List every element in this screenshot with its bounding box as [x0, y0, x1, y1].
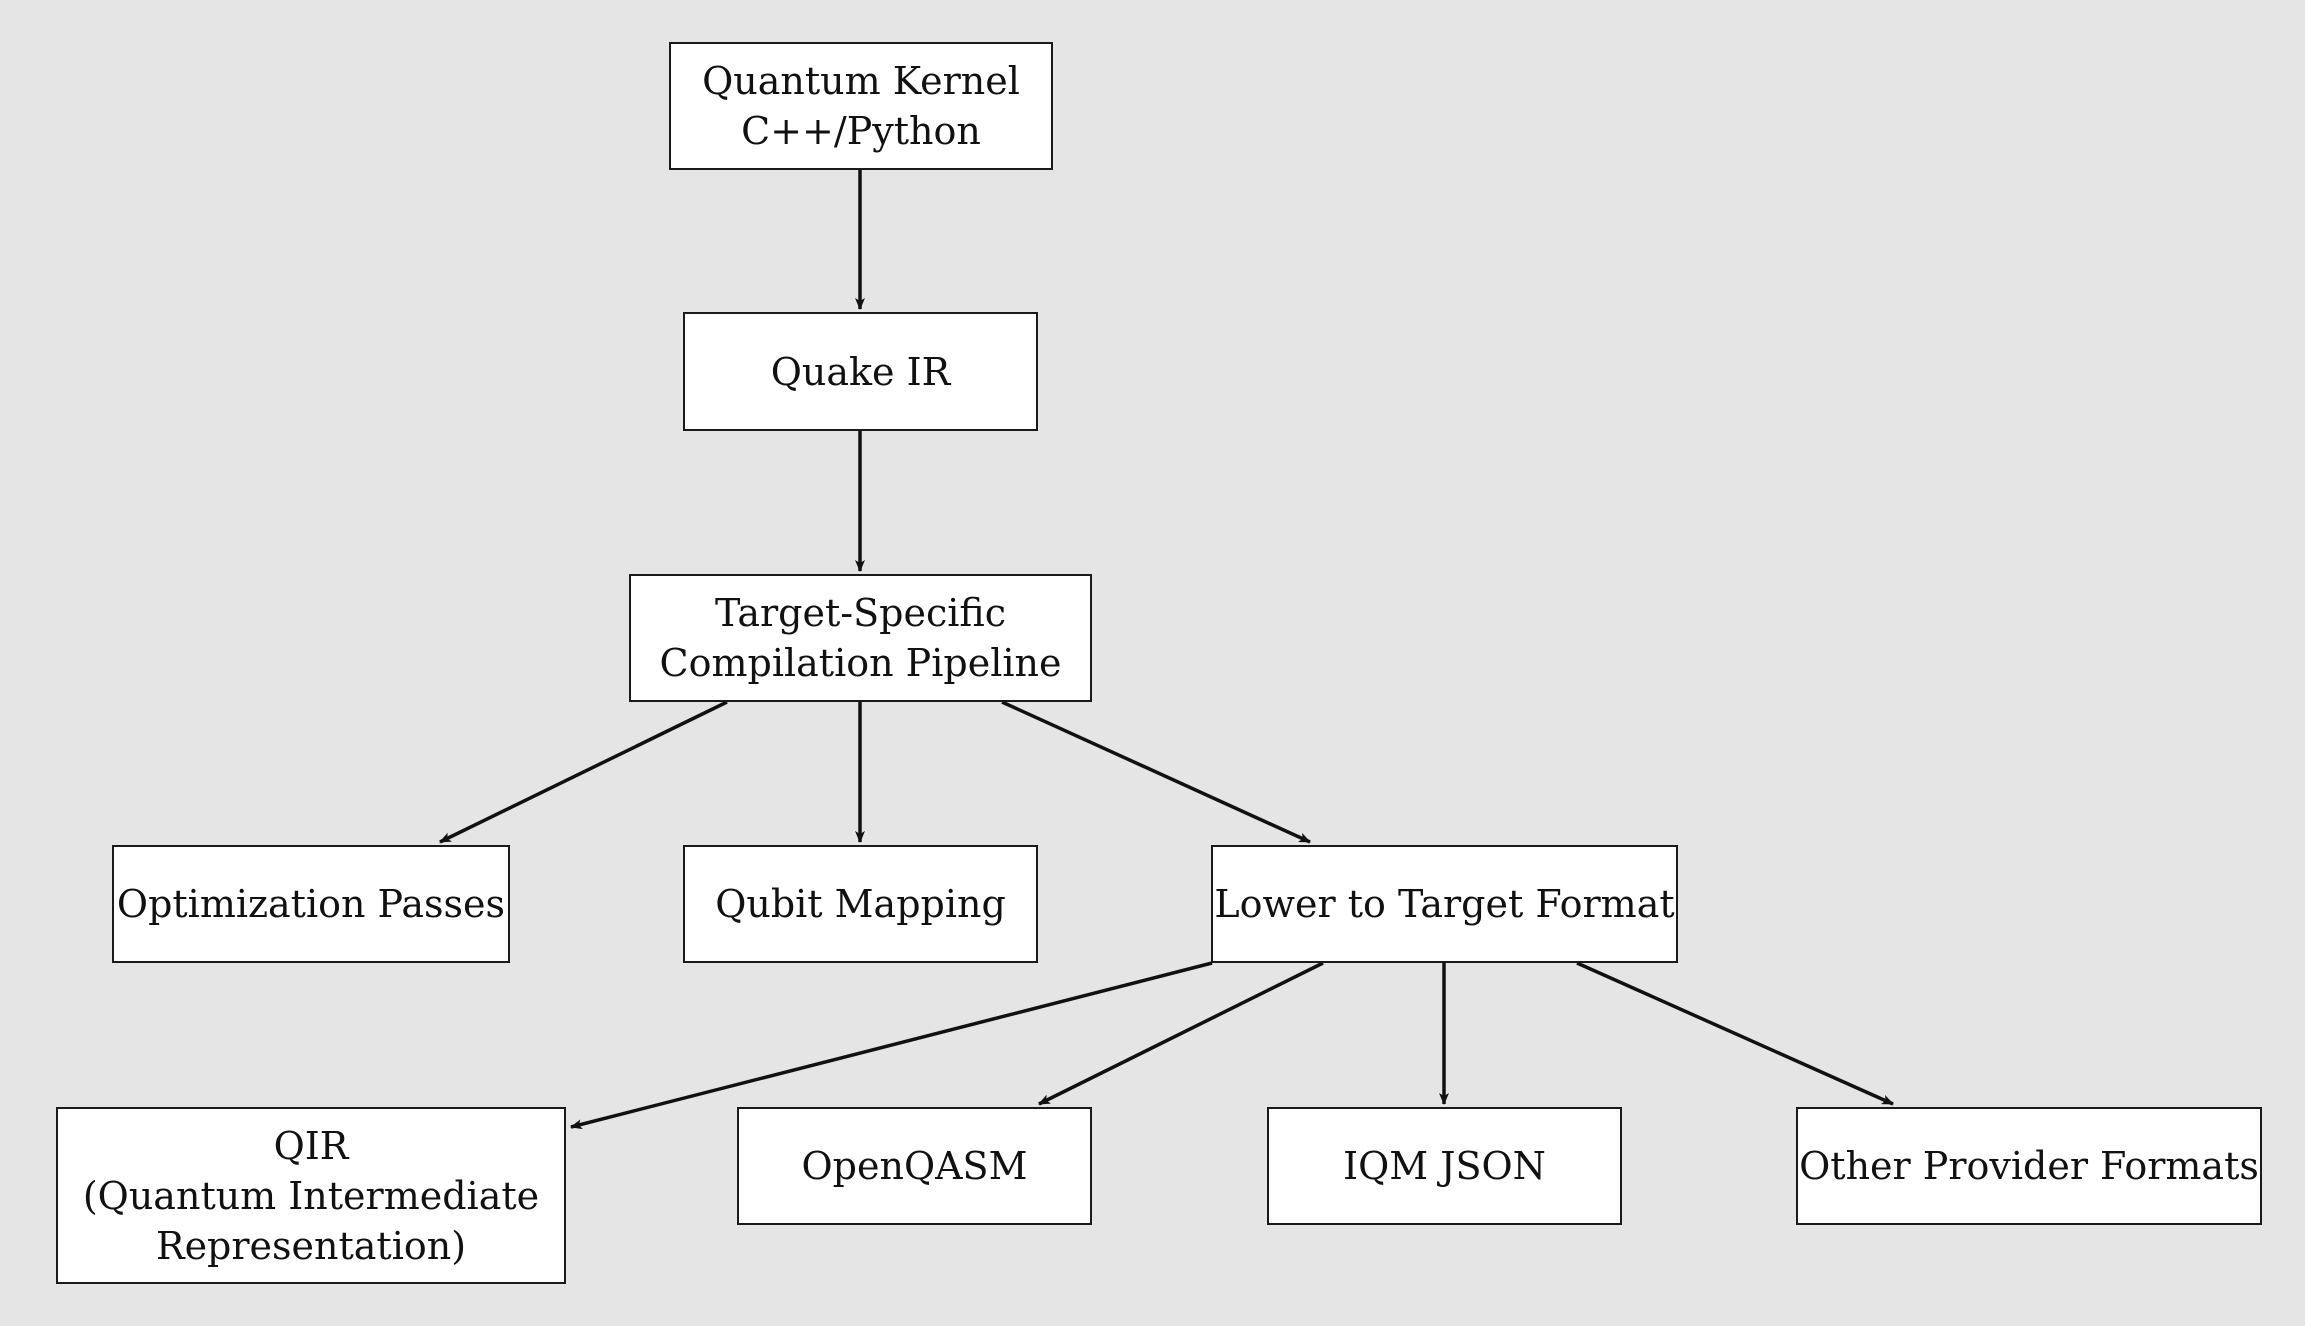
node-qubit-mapping: Qubit Mapping	[683, 845, 1038, 963]
edge-lower-to-openqasm	[1038, 961, 1324, 1106]
node-optimization-passes-label: Optimization Passes	[116, 882, 506, 926]
node-openqasm: OpenQASM	[737, 1107, 1092, 1225]
node-quantum-kernel: Quantum Kernel C++/Python	[669, 42, 1053, 170]
node-qir-line-2: (Quantum Intermediate	[82, 1173, 540, 1218]
edge-pipeline-to-optimization	[439, 700, 728, 844]
node-lower-to-target-format: Lower to Target Format	[1211, 845, 1678, 963]
node-quantum-kernel-line-1: Quantum Kernel	[702, 59, 1020, 103]
node-lower-to-target-format-label: Lower to Target Format	[1214, 882, 1675, 926]
node-compilation-pipeline: Target-Specific Compilation Pipeline	[629, 574, 1092, 702]
node-other-provider-formats-label: Other Provider Formats	[1799, 1144, 2259, 1188]
edge-pipeline-to-lower	[1001, 700, 1311, 844]
node-qir: QIR (Quantum Intermediate Representation…	[56, 1107, 566, 1284]
node-openqasm-label: OpenQASM	[801, 1144, 1028, 1188]
node-quake-ir: Quake IR	[683, 312, 1038, 431]
edge-lower-to-qir	[570, 961, 1213, 1130]
edge-lower-to-other	[1576, 961, 1894, 1106]
node-qir-line-1: QIR	[273, 1123, 349, 1168]
node-iqm-json-label: IQM JSON	[1343, 1144, 1546, 1188]
node-other-provider-formats: Other Provider Formats	[1796, 1107, 2262, 1225]
node-compilation-pipeline-line-2: Compilation Pipeline	[659, 641, 1062, 685]
node-quake-ir-label: Quake IR	[770, 349, 951, 394]
node-qubit-mapping-label: Qubit Mapping	[715, 882, 1006, 926]
node-iqm-json: IQM JSON	[1267, 1107, 1622, 1225]
node-quantum-kernel-line-2: C++/Python	[741, 109, 981, 153]
node-compilation-pipeline-line-1: Target-Specific	[714, 591, 1007, 635]
node-qir-line-3: Representation)	[155, 1223, 467, 1268]
node-optimization-passes: Optimization Passes	[112, 845, 510, 963]
